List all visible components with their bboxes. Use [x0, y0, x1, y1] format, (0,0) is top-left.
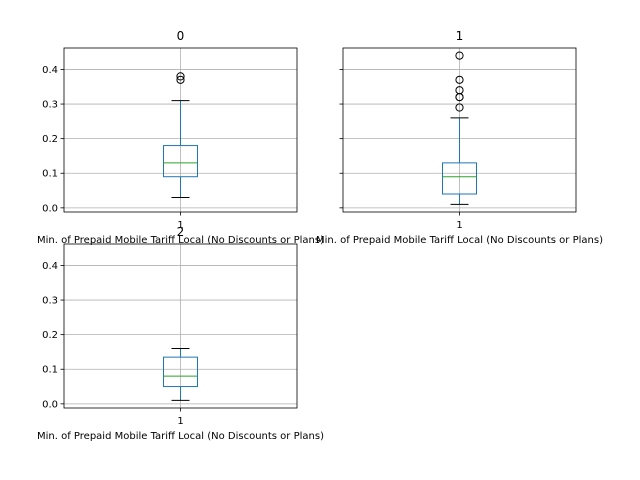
axes-frame [63, 47, 298, 213]
outlier-point [455, 51, 464, 60]
outlier-point [176, 72, 185, 81]
y-tick-label: 0.0 [42, 203, 58, 214]
subplot-title: 0 [177, 29, 185, 43]
y-tick-label: 0.1 [42, 365, 58, 376]
y-tick-label: 0.2 [42, 330, 58, 341]
y-tick-label: 0.3 [42, 100, 58, 111]
axes-frame [63, 243, 298, 409]
subplot-title: 1 [456, 29, 464, 43]
x-axis-label: Min. of Prepaid Mobile Tariff Local (No … [316, 235, 603, 246]
x-axis-label: Min. of Prepaid Mobile Tariff Local (No … [37, 235, 324, 246]
outlier-point [176, 75, 185, 84]
outlier-point [455, 75, 464, 84]
iqr-box [442, 162, 477, 195]
x-tick-label: 1 [177, 220, 183, 231]
iqr-box [163, 145, 198, 178]
y-tick-label: 0.4 [42, 261, 58, 272]
outlier-point [455, 86, 464, 95]
x-tick-label: 1 [177, 416, 183, 427]
y-tick-label: 0.4 [42, 65, 58, 76]
y-tick-label: 0.1 [42, 169, 58, 180]
iqr-box [163, 356, 198, 388]
y-tick-label: 0.3 [42, 296, 58, 307]
y-tick-label: 0.0 [42, 399, 58, 410]
outlier-point [455, 103, 464, 112]
axes-frame [342, 47, 577, 213]
subplot-title: 2 [177, 225, 185, 239]
x-axis-label: Min. of Prepaid Mobile Tariff Local (No … [37, 431, 324, 442]
x-tick-label: 1 [456, 220, 462, 231]
y-tick-label: 0.2 [42, 134, 58, 145]
